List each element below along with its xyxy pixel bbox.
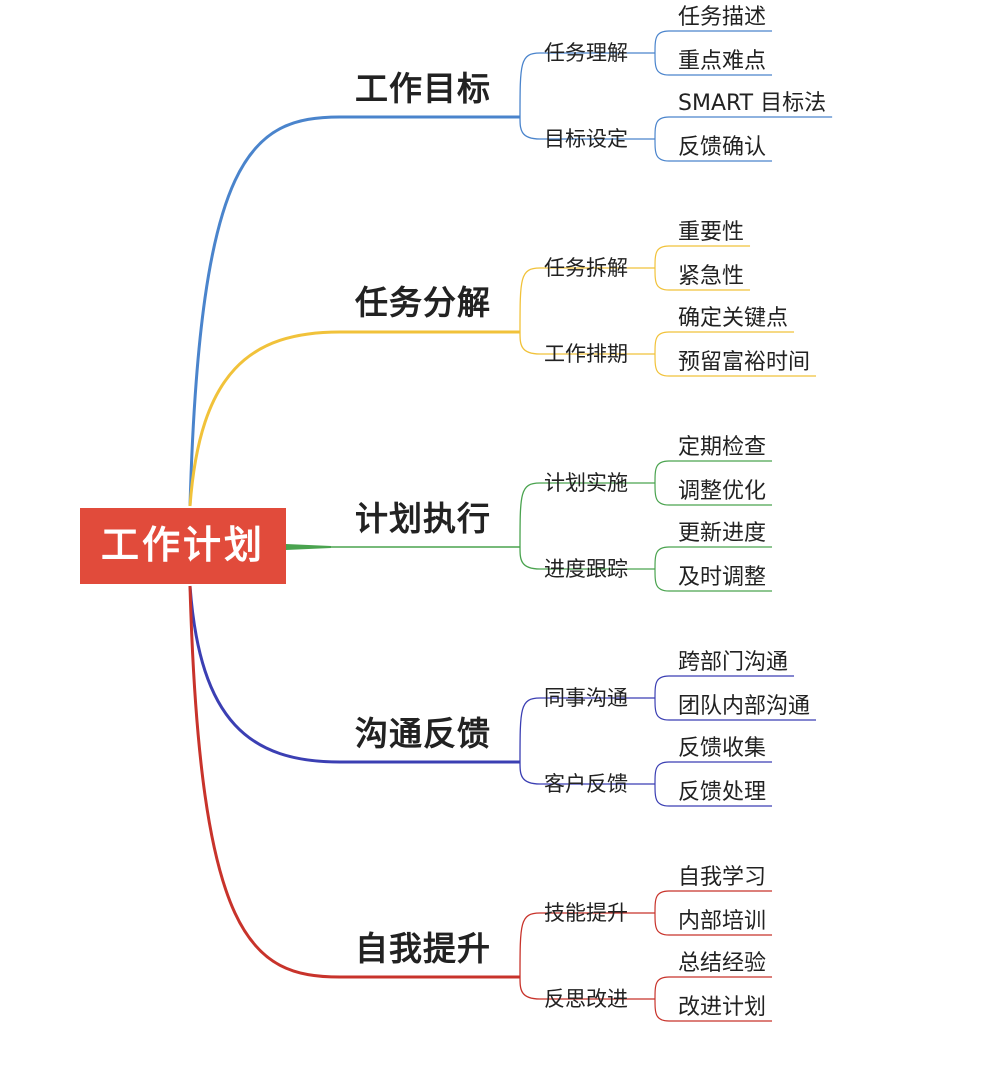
leaf-connector (654, 697, 817, 721)
leaf-connector (654, 331, 795, 355)
branch-connector (188, 585, 520, 979)
sub-branch-label: 同事沟通 (544, 686, 628, 710)
sub-branch-label: 任务拆解 (544, 256, 628, 280)
sub-connector (519, 546, 655, 570)
sub-branch-label: 计划实施 (544, 471, 628, 495)
leaf-label: 调整优化 (678, 479, 766, 504)
leaf-connector (654, 890, 773, 914)
connector-layer (188, 30, 833, 1022)
leaf-label: 预留富裕时间 (678, 350, 810, 375)
leaf-label: 及时调整 (678, 565, 766, 590)
branch-connector (188, 585, 520, 764)
branch-label: 沟通反馈 (355, 714, 491, 753)
leaf-connector (654, 783, 773, 807)
leaf-connector (654, 52, 773, 76)
leaf-label: 改进计划 (678, 995, 766, 1020)
leaf-label: 总结经验 (678, 951, 766, 976)
leaf-connector (654, 482, 773, 506)
leaf-connector (654, 761, 773, 785)
sub-branch-label: 反思改进 (544, 987, 628, 1011)
leaf-label: 反馈确认 (678, 135, 766, 160)
sub-branch-label: 目标设定 (544, 127, 628, 151)
leaf-connector (654, 912, 773, 936)
sub-connector (519, 116, 655, 140)
leaf-connector (654, 116, 833, 140)
leaf-connector (654, 998, 773, 1022)
sub-connector (519, 976, 655, 1000)
branch-connector (286, 544, 331, 550)
sub-branch-label: 进度跟踪 (544, 557, 628, 581)
leaf-connector (654, 460, 773, 484)
sub-connector (519, 912, 655, 978)
leaf-connector (654, 267, 751, 291)
leaf-connector (654, 675, 795, 699)
sub-branch-label: 技能提升 (544, 901, 628, 925)
root-node-label: 工作计划 (101, 523, 265, 567)
leaf-label: 反馈处理 (678, 780, 766, 805)
leaf-label: 自我学习 (678, 865, 766, 890)
sub-branch-label: 客户反馈 (544, 772, 628, 796)
leaf-label: 跨部门沟通 (678, 650, 788, 675)
sub-branch-label: 工作排期 (544, 342, 628, 366)
leaf-label: 重点难点 (678, 49, 766, 74)
sub-connector (519, 697, 655, 763)
branch-label: 任务分解 (355, 283, 491, 322)
leaf-connector (654, 138, 773, 162)
branch-connector (188, 115, 520, 507)
leaf-connector (654, 976, 773, 1000)
leaf-connector (654, 245, 751, 269)
leaf-connector (654, 30, 773, 54)
leaf-label: 团队内部沟通 (678, 694, 810, 719)
sub-branch-label: 任务理解 (544, 41, 628, 65)
sub-connector (519, 267, 655, 333)
leaf-label: 反馈收集 (678, 736, 766, 761)
leaf-label: 确定关键点 (678, 306, 788, 331)
leaf-label: 重要性 (678, 220, 744, 245)
leaf-connector (654, 568, 773, 592)
root-node-box (80, 508, 286, 584)
leaf-label: 定期检查 (678, 435, 766, 460)
leaf-connector (654, 353, 817, 377)
branch-label: 计划执行 (355, 499, 491, 538)
leaf-label: 内部培训 (678, 909, 766, 934)
branch-label: 工作目标 (355, 69, 491, 108)
leaf-label: 任务描述 (678, 5, 766, 30)
branch-connector (188, 330, 520, 507)
leaf-connector (654, 546, 773, 570)
leaf-label: 更新进度 (678, 521, 766, 546)
leaf-label: 紧急性 (678, 264, 744, 289)
sub-connector (519, 761, 655, 785)
leaf-label: SMART 目标法 (678, 91, 826, 116)
sub-connector (519, 331, 655, 355)
sub-connector (519, 482, 655, 548)
sub-connector (519, 52, 655, 118)
branch-label: 自我提升 (355, 929, 491, 968)
